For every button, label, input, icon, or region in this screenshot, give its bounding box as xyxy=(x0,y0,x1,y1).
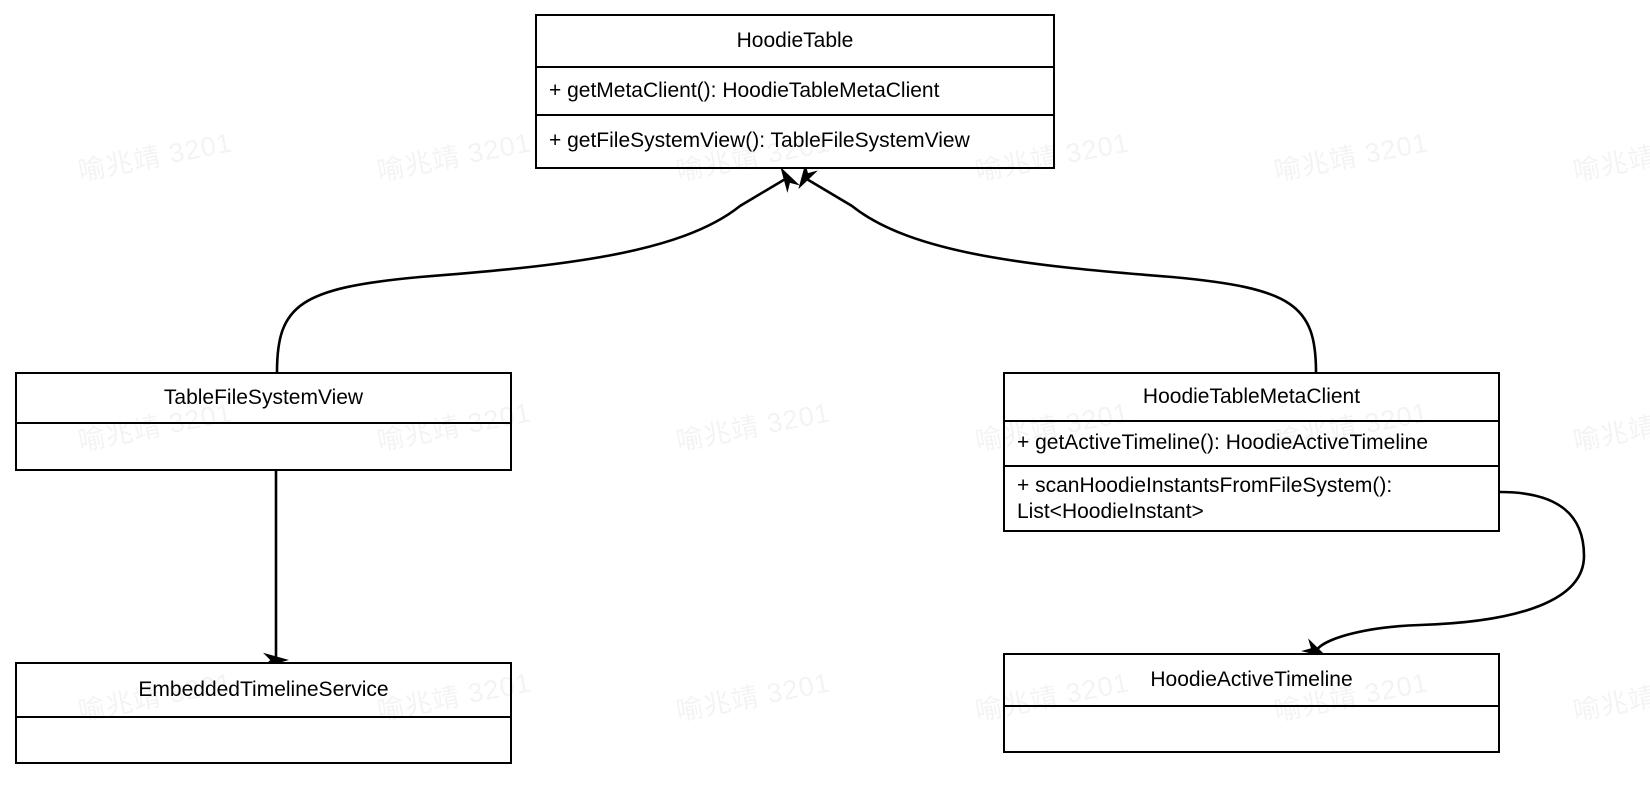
class-name-hoodie-active-timeline: HoodieActiveTimeline xyxy=(1005,655,1498,707)
class-member-row xyxy=(17,718,510,762)
uml-class-embedded-timeline-service[interactable]: EmbeddedTimelineService xyxy=(15,662,512,764)
connector-table-file-system-view-to-hoodie-table xyxy=(275,166,800,373)
class-name-hoodie-table-meta-client: HoodieTableMetaClient xyxy=(1005,374,1498,422)
class-member-row: + getFileSystemView(): TableFileSystemVi… xyxy=(549,129,970,153)
uml-class-hoodie-active-timeline[interactable]: HoodieActiveTimeline xyxy=(1003,653,1500,753)
uml-class-hoodie-table[interactable]: HoodieTable + getMetaClient(): HoodieTab… xyxy=(535,14,1055,169)
class-member-row xyxy=(17,424,510,469)
uml-class-table-file-system-view[interactable]: TableFileSystemView xyxy=(15,372,512,471)
class-name-hoodie-table: HoodieTable xyxy=(537,16,1053,68)
connector-hoodie-table-meta-client-to-hoodie-table xyxy=(798,163,1318,373)
connector-hoodie-table-meta-client-to-hoodie-active-timeline xyxy=(1301,490,1586,658)
class-member-row: + getMetaClient(): HoodieTableMetaClient xyxy=(537,68,1053,116)
class-member-row xyxy=(1005,707,1498,751)
class-name-embedded-timeline-service: EmbeddedTimelineService xyxy=(17,664,510,718)
uml-class-hoodie-table-meta-client[interactable]: HoodieTableMetaClient + getActiveTimelin… xyxy=(1003,372,1500,532)
class-member-row: + getActiveTimeline(): HoodieActiveTimel… xyxy=(1005,422,1498,467)
class-name-table-file-system-view: TableFileSystemView xyxy=(17,374,510,424)
class-member-row: + scanHoodieInstantsFromFileSystem(): Li… xyxy=(1017,474,1393,524)
